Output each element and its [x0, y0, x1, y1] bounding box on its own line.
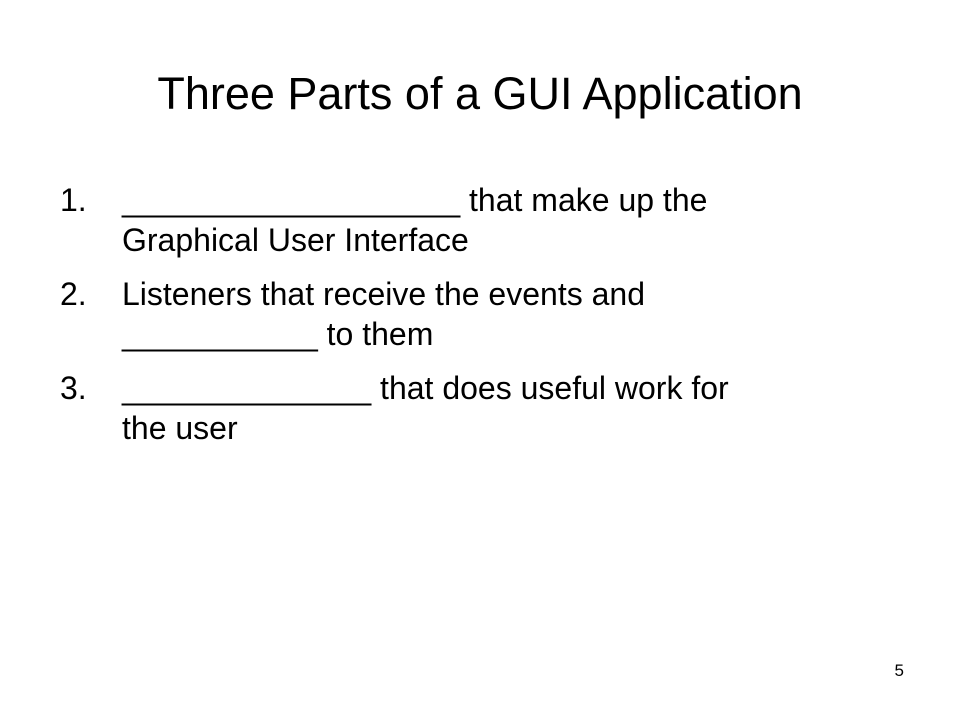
page-number: 5 [894, 661, 904, 680]
list-item-number: 1. [60, 182, 87, 218]
list-item-line: Graphical User Interface [122, 222, 469, 258]
slide-title: Three Parts of a GUI Application [157, 68, 803, 119]
list-item-line: the user [122, 410, 238, 446]
numbered-list: 1. ___________________ that make up the … [60, 180, 930, 462]
list-item-line: ___________________ that make up the [122, 182, 708, 218]
list-item: 2. Listeners that receive the events and… [60, 274, 930, 354]
list-item-number: 3. [60, 370, 87, 406]
list-item-text: ___________________ that make up the Gra… [122, 180, 922, 260]
list-item: 1. ___________________ that make up the … [60, 180, 930, 260]
list-item-line: ______________ that does useful work for [122, 370, 729, 406]
list-item-text: ______________ that does useful work for… [122, 368, 922, 448]
list-item-text: Listeners that receive the events and __… [122, 274, 922, 354]
list-item-number: 2. [60, 276, 87, 312]
list-item: 3. ______________ that does useful work … [60, 368, 930, 448]
list-item-line: ___________ to them [122, 316, 434, 352]
list-item-line: Listeners that receive the events and [122, 276, 645, 312]
